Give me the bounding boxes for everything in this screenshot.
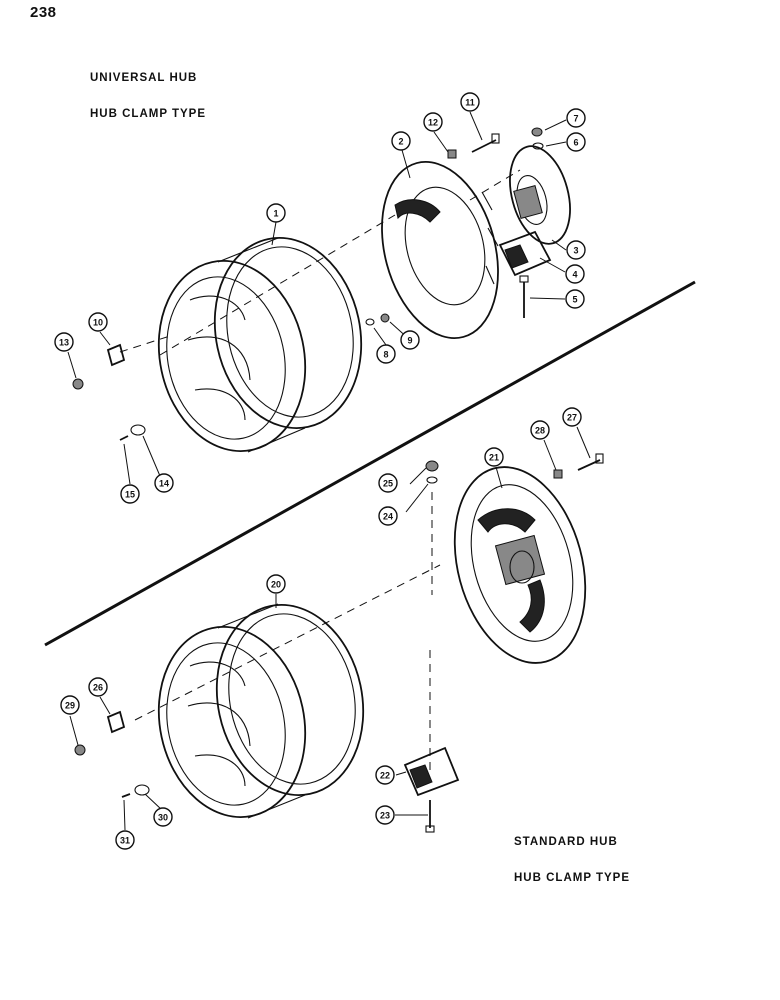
svg-text:14: 14	[159, 479, 169, 489]
callout-28: 28	[530, 420, 550, 440]
svg-text:31: 31	[120, 836, 130, 846]
nut-upper-7	[531, 127, 543, 137]
svg-text:2: 2	[398, 137, 403, 147]
nut-upper-13	[72, 378, 84, 390]
svg-text:7: 7	[573, 114, 578, 124]
svg-text:1: 1	[273, 209, 278, 219]
nut-lower-28	[553, 469, 563, 479]
bolt-upper-15	[119, 435, 129, 441]
callout-24: 24	[378, 506, 398, 526]
callout-14: 14	[154, 473, 174, 493]
callout-15: 15	[120, 484, 140, 504]
assembly-axis-upper-2	[469, 169, 521, 201]
bolt-upper-5	[519, 275, 529, 318]
assembly-axis-upper-3	[119, 335, 171, 353]
callout-31: 31	[115, 830, 135, 850]
clip-lower-26	[106, 710, 126, 734]
callout-2: 2	[391, 131, 411, 151]
universal-hub-title: UNIVERSAL HUB	[90, 72, 198, 84]
callout-27: 27	[562, 407, 582, 427]
standard-hub-subtitle: HUB CLAMP TYPE	[514, 872, 631, 884]
nut-lower-29	[74, 744, 86, 756]
svg-text:29: 29	[65, 701, 75, 711]
callout-6: 6	[566, 132, 586, 152]
svg-text:5: 5	[572, 295, 577, 305]
callout-4: 4	[565, 264, 585, 284]
page-number: 238	[30, 4, 57, 21]
svg-text:26: 26	[93, 683, 103, 693]
svg-text:8: 8	[383, 350, 388, 360]
svg-text:27: 27	[567, 413, 577, 423]
callout-5: 5	[565, 289, 585, 309]
svg-text:30: 30	[158, 813, 168, 823]
bolt-upper-11	[471, 133, 500, 153]
callout-1: 1	[266, 203, 286, 223]
callout-7: 7	[566, 108, 586, 128]
assembly-axis-upper-1	[159, 214, 396, 356]
nut-lower-25	[425, 460, 439, 472]
bolt-lower-27	[577, 453, 604, 471]
svg-text:6: 6	[573, 138, 578, 148]
svg-text:9: 9	[407, 336, 412, 346]
callout-25: 25	[378, 473, 398, 493]
callout-20: 20	[266, 574, 286, 594]
callout-8: 8	[376, 344, 396, 364]
hub-clamp-upper	[498, 230, 552, 277]
svg-text:22: 22	[380, 771, 390, 781]
leader-lines	[67, 111, 591, 831]
callout-9: 9	[400, 330, 420, 350]
svg-text:21: 21	[489, 453, 499, 463]
svg-text:4: 4	[572, 270, 577, 280]
svg-text:11: 11	[465, 98, 475, 108]
washer-lower-24	[426, 476, 438, 484]
callout-11: 11	[460, 92, 480, 112]
nut-upper-12	[447, 149, 457, 159]
svg-text:12: 12	[428, 118, 438, 128]
callout-23: 23	[375, 805, 395, 825]
svg-text:15: 15	[125, 490, 135, 500]
callout-21: 21	[484, 447, 504, 467]
svg-text:24: 24	[383, 512, 393, 522]
nut-upper-9	[380, 313, 390, 323]
hub-clamp-upper-shade	[504, 244, 529, 269]
svg-text:25: 25	[383, 479, 393, 489]
callout-13: 13	[54, 332, 74, 352]
washer-upper-6	[532, 142, 544, 150]
bolt-lower-31	[121, 793, 131, 798]
callout-3: 3	[566, 240, 586, 260]
svg-text:23: 23	[380, 811, 390, 821]
callout-22: 22	[375, 765, 395, 785]
svg-text:3: 3	[573, 246, 578, 256]
svg-text:10: 10	[93, 318, 103, 328]
weight-upper-14	[130, 424, 146, 436]
section-divider-line	[44, 280, 696, 647]
hub-upper	[509, 145, 571, 245]
wheel-centre-lower	[453, 466, 587, 664]
callout-26: 26	[88, 677, 108, 697]
wheel-disc-upper	[381, 161, 499, 339]
bolt-lower-23	[425, 800, 435, 833]
wheel-rim-upper	[157, 237, 363, 453]
svg-text:20: 20	[271, 580, 281, 590]
callout-30: 30	[153, 807, 173, 827]
callout-10: 10	[88, 312, 108, 332]
clip-upper-10	[106, 343, 126, 367]
hub-clamp-lower	[403, 746, 460, 797]
standard-hub-title: STANDARD HUB	[514, 836, 618, 848]
callout-29: 29	[60, 695, 80, 715]
assembly-axis-lower-1	[134, 564, 441, 721]
washer-upper-8	[365, 318, 375, 326]
weight-lower-30	[134, 784, 150, 796]
svg-text:28: 28	[535, 426, 545, 436]
universal-hub-subtitle: HUB CLAMP TYPE	[90, 108, 207, 120]
hub-clamp-lower-shade	[409, 764, 433, 789]
wheel-rim-lower	[157, 603, 365, 819]
svg-text:13: 13	[59, 338, 69, 348]
callout-12: 12	[423, 112, 443, 132]
